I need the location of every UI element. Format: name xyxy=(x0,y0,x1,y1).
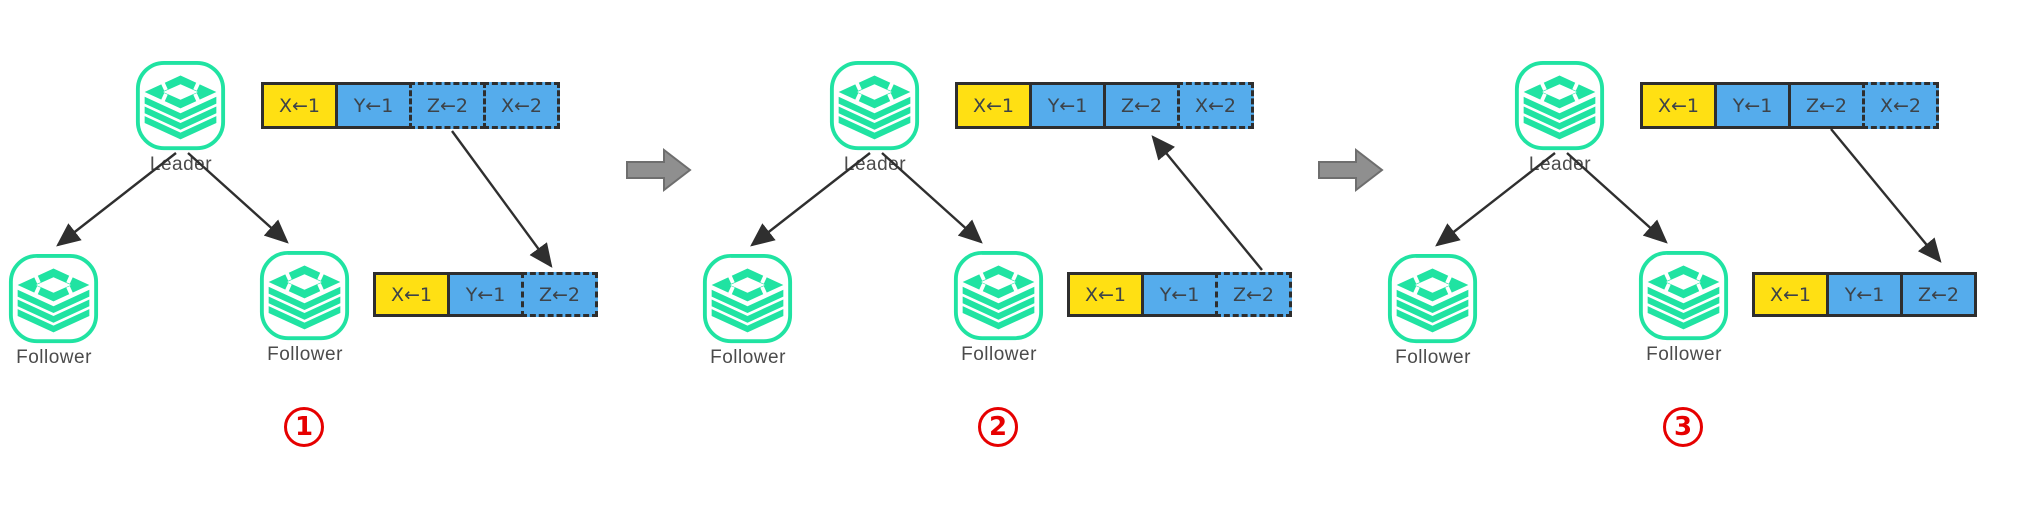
next-stage-arrow-icon xyxy=(1318,147,1384,193)
stage-1: Leader Follower Follower X←1 Y←1 Z←2 X←2… xyxy=(0,0,700,528)
log-entry-cell: Z←2 xyxy=(409,82,486,129)
follower-log: X←1 Y←1 Z←2 xyxy=(373,272,598,317)
follower-node: Follower xyxy=(951,249,1047,366)
replication-arrow xyxy=(451,130,553,268)
log-entry-cell: Z←2 xyxy=(1215,272,1292,317)
log-entry-cell: X←1 xyxy=(373,272,450,317)
log-entry-cell: Y←1 xyxy=(1141,272,1218,317)
follower-log: X←1 Y←1 Z←2 xyxy=(1067,272,1292,317)
follower-label: Follower xyxy=(16,347,92,368)
next-stage-arrow-icon xyxy=(626,147,692,193)
database-stack-icon xyxy=(700,252,795,345)
stage-number-badge: 3 xyxy=(1663,407,1703,447)
log-entry-cell: Y←1 xyxy=(1826,272,1903,317)
leader-log: X←1 Y←1 Z←2 X←2 xyxy=(955,82,1254,129)
database-stack-icon xyxy=(1636,249,1731,342)
log-entry-cell: Z←2 xyxy=(1900,272,1977,317)
database-stack-icon xyxy=(1512,59,1607,152)
log-entry-cell: X←1 xyxy=(1067,272,1144,317)
follower-label: Follower xyxy=(267,344,343,365)
log-entry-cell: X←2 xyxy=(1177,82,1254,129)
leader-log: X←1 Y←1 Z←2 X←2 xyxy=(261,82,560,129)
database-stack-icon xyxy=(257,249,352,342)
database-stack-icon xyxy=(1385,252,1480,345)
stage-3: Leader Follower Follower X←1 Y←1 Z←2 X←2… xyxy=(1379,0,2040,528)
log-entry-cell: Y←1 xyxy=(447,272,524,317)
stage-number-badge: 1 xyxy=(284,407,324,447)
leader-node: Leader xyxy=(1512,59,1608,176)
database-stack-icon xyxy=(133,59,228,152)
follower-label: Follower xyxy=(1646,344,1722,365)
log-entry-cell: X←2 xyxy=(1862,82,1939,129)
follower-label: Follower xyxy=(710,347,786,368)
log-entry-cell: X←2 xyxy=(483,82,560,129)
database-stack-icon xyxy=(951,249,1046,342)
log-entry-cell: Y←1 xyxy=(1714,82,1791,129)
database-stack-icon xyxy=(6,252,101,345)
stage-2: Leader Follower Follower X←1 Y←1 Z←2 X←2… xyxy=(694,0,1394,528)
leader-node: Leader xyxy=(133,59,229,176)
log-entry-cell: Z←2 xyxy=(521,272,598,317)
replication-ack-arrow xyxy=(1151,135,1263,271)
stage-number-badge: 2 xyxy=(978,407,1018,447)
log-entry-cell: X←1 xyxy=(1752,272,1829,317)
leader-label: Leader xyxy=(149,154,213,175)
follower-node: Follower xyxy=(1385,252,1481,369)
follower-label: Follower xyxy=(1395,347,1471,368)
follower-node: Follower xyxy=(6,252,102,369)
follower-node: Follower xyxy=(1636,249,1732,366)
replication-arrow xyxy=(1830,128,1942,263)
log-entry-cell: Y←1 xyxy=(1029,82,1106,129)
follower-log: X←1 Y←1 Z←2 xyxy=(1752,272,1977,317)
log-entry-cell: Y←1 xyxy=(335,82,412,129)
leader-log: X←1 Y←1 Z←2 X←2 xyxy=(1640,82,1939,129)
database-stack-icon xyxy=(827,59,922,152)
log-entry-cell: X←1 xyxy=(261,82,338,129)
log-entry-cell: X←1 xyxy=(1640,82,1717,129)
log-entry-cell: Z←2 xyxy=(1788,82,1865,129)
follower-node: Follower xyxy=(700,252,796,369)
log-entry-cell: Z←2 xyxy=(1103,82,1180,129)
follower-label: Follower xyxy=(961,344,1037,365)
leader-label: Leader xyxy=(843,154,907,175)
leader-node: Leader xyxy=(827,59,923,176)
follower-node: Follower xyxy=(257,249,353,366)
leader-label: Leader xyxy=(1528,154,1592,175)
log-entry-cell: X←1 xyxy=(955,82,1032,129)
